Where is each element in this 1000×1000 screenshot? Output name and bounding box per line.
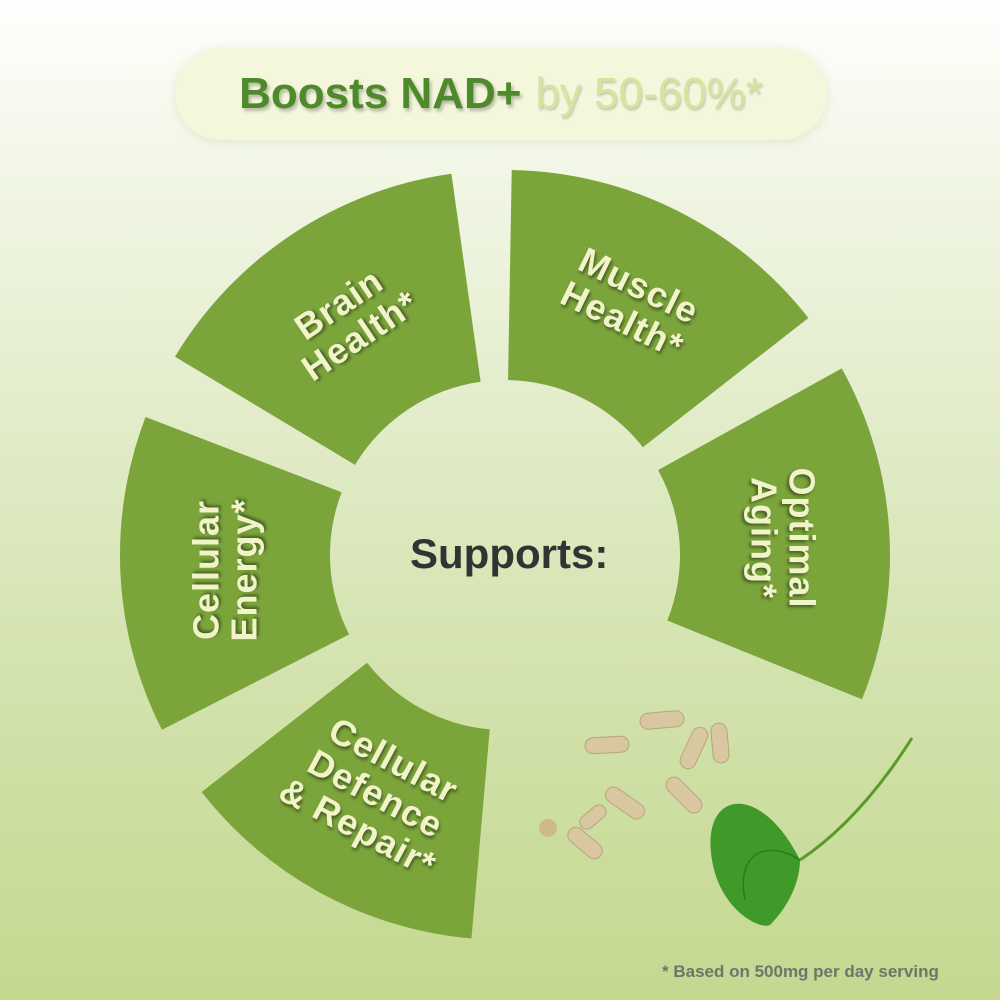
center-label: Supports: [410,530,609,577]
headline-bold: Boosts NAD+ [239,69,522,118]
segment-label-line: Aging* [743,477,785,600]
ginkgo-leaf-illustration [710,737,914,926]
headline-banner: Boosts NAD+ by 50-60%* [175,48,827,140]
capsules-illustration [539,710,730,860]
segment-label-line: Optimal [781,467,823,609]
segment-optimal-aging [658,368,890,700]
segment-label-line: Cellular [185,499,227,640]
footnote: * Based on 500mg per day serving [662,962,939,981]
headline-light: by 50-60%* [535,69,763,118]
segment-muscle-health [508,170,809,448]
segment-label-line: Energy* [223,498,265,642]
segment-brain-health [174,173,481,465]
segment-cellular-defence-repair [201,662,490,939]
segment-cellular-energy [120,417,350,730]
